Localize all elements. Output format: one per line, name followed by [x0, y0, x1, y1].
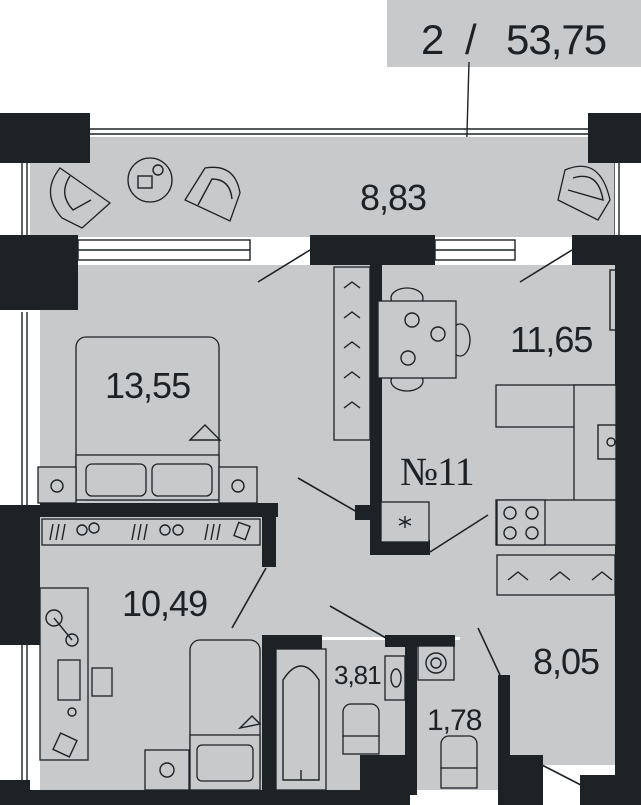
- bathroom-area: 3,81: [334, 660, 381, 690]
- washing-machine-icon: [417, 645, 455, 681]
- wardrobe-icon: [496, 554, 616, 596]
- shelf-icon: [41, 518, 261, 546]
- balcony-floor: [30, 137, 614, 237]
- rooms-count: 2: [421, 16, 443, 63]
- sink-icon: [597, 424, 625, 460]
- hall-area: 8,05: [533, 641, 599, 682]
- header-badge: [387, 0, 641, 67]
- living-area: 10,49: [122, 583, 207, 624]
- stove-icon: [496, 499, 546, 546]
- kitchen-area: 11,65: [510, 319, 592, 360]
- walls: [0, 113, 641, 805]
- bedroom-area: 13,55: [105, 365, 190, 406]
- balcony-rails: [21, 128, 620, 790]
- bed-icon: [75, 336, 222, 501]
- windows: [77, 239, 516, 261]
- apartment-number: №11: [400, 449, 474, 494]
- armchair-icon: [557, 165, 611, 221]
- fridge-icon: [380, 501, 430, 543]
- sofa-icon: [189, 639, 262, 791]
- toilet-icon: [440, 735, 478, 789]
- wardrobe-icon: [333, 266, 371, 441]
- bathtub-icon: [275, 648, 327, 791]
- armchair-icon: [49, 167, 112, 229]
- nightstand-icon: [37, 466, 258, 504]
- plant-icon: [127, 157, 173, 203]
- balcony-area: 8,83: [360, 177, 426, 218]
- toilet-area: 1,78: [427, 704, 482, 737]
- armchair-icon: [184, 166, 241, 222]
- sink-icon: [384, 655, 406, 701]
- header-separator: /: [465, 16, 477, 63]
- desk-icon: [39, 587, 113, 761]
- total-area: 53,75: [506, 16, 606, 63]
- toilet-icon: [342, 703, 380, 755]
- door-swings: [231, 249, 611, 801]
- nightstand-icon: [144, 749, 190, 791]
- table-icon: [377, 287, 471, 392]
